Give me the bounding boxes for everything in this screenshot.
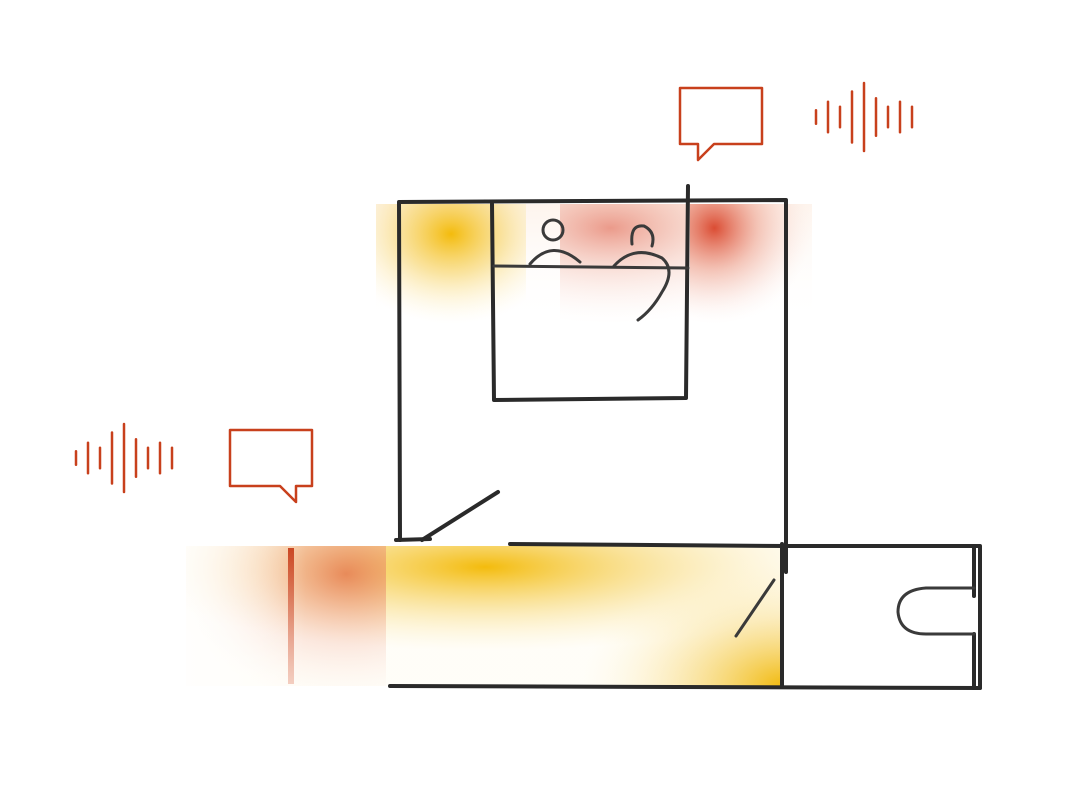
toilet-icon <box>896 586 976 636</box>
lower-sound-wave-icon <box>74 422 174 494</box>
door-swing-lower <box>734 578 776 638</box>
person-1-icon <box>528 218 582 266</box>
person-2-icon <box>612 224 671 322</box>
inner-room-walls <box>490 184 690 402</box>
upper-sound-wave-icon <box>814 81 914 153</box>
corridor-sound-glow <box>186 546 784 686</box>
door-swing-upper <box>420 490 500 542</box>
upper-speech-bubble-icon <box>678 86 764 162</box>
corridor-walls <box>388 542 982 690</box>
upper-sound-glow <box>376 204 812 324</box>
corridor-wall-marker <box>288 548 294 684</box>
lower-speech-bubble-icon <box>228 428 314 504</box>
small-room-walls <box>784 544 982 690</box>
